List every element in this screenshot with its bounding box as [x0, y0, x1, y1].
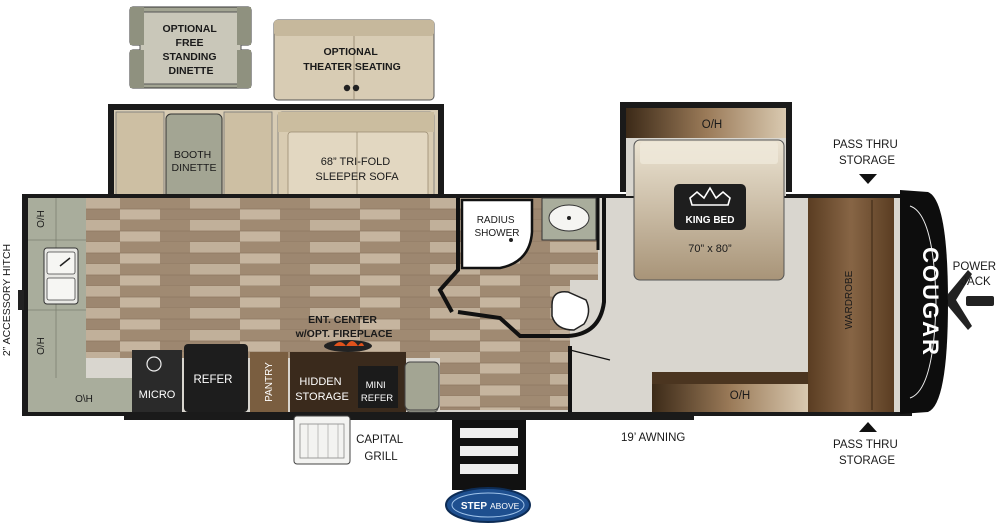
svg-text:HIDDEN STORAGE: HIDDEN STORAGE: [295, 376, 349, 403]
step-above-logo: STEP ABOVE: [445, 487, 531, 523]
burner-icon: [146, 356, 162, 372]
pass-thru-storage-bottom: PASS THRU STORAGE: [833, 422, 901, 467]
svg-text:PASS THRU STORAGE: PASS THRU STORAGE: [833, 139, 901, 167]
overhead-label-rear-bottom: O/H: [36, 337, 47, 355]
crown-icon: [689, 186, 731, 206]
sofa-line1: 68” TRI-FOLD: [321, 156, 391, 168]
front-overhead: O/H: [652, 372, 808, 412]
pantry-label: PANTRY: [264, 362, 275, 402]
pass-thru-storage-top: PASS THRU STORAGE: [833, 139, 901, 184]
appliances: MICRO REFER PANTRY HIDDEN STORAGE MINI R…: [132, 314, 439, 413]
logo-text-step: STEP: [461, 501, 487, 512]
mini-refer-line2: REFER: [361, 393, 393, 404]
optional-dinette-line1: OPTIONAL: [163, 23, 218, 35]
arrow-down-icon: [859, 174, 877, 184]
fireplace-flame-icon: [334, 341, 364, 346]
booth-dinette-line1: BOOTH: [174, 149, 211, 161]
overhead-label-rear-top: O/H: [36, 210, 47, 228]
svg-text:OPTIONAL FREE STAN: OPTIONAL FREE STANDING DINETTE: [163, 23, 220, 77]
capital-grill: CAPITAL GRILL: [293, 415, 406, 465]
accessory-hitch: 2” ACCESSORY HITCH: [1, 244, 24, 356]
booth-dinette-line2: DINETTE: [172, 162, 217, 174]
svg-text:MINI REFER: MINI REFER: [361, 380, 393, 404]
refer-label: REFER: [194, 374, 233, 386]
hitch-power-jack: POWER JACK: [948, 261, 1000, 330]
overhead-label-bedroom: O/H: [702, 119, 722, 131]
svg-text:68” TRI-FOLD SLEEPER SOF: 68” TRI-FOLD SLEEPER SOFA: [315, 156, 399, 183]
power-jack-line2: JACK: [961, 276, 991, 288]
hall-floor: [440, 280, 570, 410]
optional-theater-line1: OPTIONAL: [324, 46, 379, 58]
capital-grill-line2: GRILL: [364, 451, 398, 463]
entry-steps: [452, 420, 526, 490]
svg-text:POWER JACK: POWER JACK: [953, 261, 1000, 288]
capital-grill-line1: CAPITAL: [356, 434, 404, 446]
wardrobe-label: WARDROBE: [844, 270, 855, 329]
pass-thru-top-line2: STORAGE: [839, 155, 895, 167]
svg-text:RADIUS SHOWER: RADIUS SHOWER: [475, 215, 520, 239]
overhead-label-rear-corner: O\H: [75, 394, 93, 405]
pass-thru-top-line1: PASS THRU: [833, 139, 898, 151]
radius-shower: RADIUS SHOWER: [460, 198, 534, 270]
optional-dinette-line2: FREE: [176, 37, 204, 49]
power-jack-line1: POWER: [953, 261, 996, 273]
radius-shower-line2: SHOWER: [475, 228, 520, 239]
optional-theater-line2: THEATER SEATING: [303, 61, 401, 73]
toilet-icon: [551, 291, 590, 331]
optional-dinette-line4: DINETTE: [169, 65, 214, 77]
svg-text:OPTIONAL THEATER SEATING: OPTIONAL THEATER SEATING: [303, 46, 401, 73]
svg-text:CAPITAL GRILL: CAPITAL GRILL: [356, 434, 406, 463]
wardrobe: WARDROBE: [808, 198, 894, 412]
optional-free-standing-dinette: OPTIONAL FREE STANDING DINETTE: [129, 6, 252, 89]
chair-icon: [404, 361, 440, 411]
arrow-up-icon: [859, 422, 877, 432]
accessory-hitch-label: 2” ACCESSORY HITCH: [1, 244, 13, 356]
pass-thru-bottom-line1: PASS THRU: [833, 439, 898, 451]
svg-text:ENT. CENTER w/OPT. FIREP: ENT. CENTER w/OPT. FIREPLACE: [295, 314, 393, 340]
ent-center-line2: w/OPT. FIREPLACE: [295, 328, 393, 340]
awning: 19’ AWNING: [124, 414, 694, 444]
logo-text-above: ABOVE: [490, 501, 520, 511]
bath-walls: [437, 198, 611, 412]
svg-text:BOOTH DINETTE: BOOTH DINETTE: [172, 149, 217, 174]
awning-label: 19’ AWNING: [621, 432, 685, 444]
optional-dinette-line3: STANDING: [163, 51, 217, 63]
overhead-label-front: O/H: [730, 390, 750, 402]
optional-theater-seating: OPTIONAL THEATER SEATING: [273, 19, 435, 101]
mini-refer-line1: MINI: [366, 380, 386, 391]
svg-text:PASS THRU STORAGE: PASS THRU STORAGE: [833, 439, 901, 467]
bath-vanity: [541, 197, 597, 241]
front-cap: COUGAR: [900, 190, 948, 414]
radius-shower-line1: RADIUS: [477, 215, 515, 226]
king-bed-size: 70” x 80”: [688, 243, 732, 255]
sofa-line2: SLEEPER SOFA: [315, 171, 399, 183]
king-bed: KING BED 70” x 80”: [633, 139, 785, 281]
king-bed-label: KING BED: [686, 215, 735, 226]
pass-thru-bottom-line2: STORAGE: [839, 455, 895, 467]
rear-kitchen: O/H O/H O\H: [28, 198, 138, 412]
hidden-storage-line1: HIDDEN: [299, 376, 341, 388]
ent-center-line1: ENT. CENTER: [308, 314, 377, 326]
living-floor: [86, 198, 458, 358]
micro-label: MICRO: [139, 389, 176, 401]
hidden-storage-line2: STORAGE: [295, 391, 349, 403]
faucet-icon: [59, 257, 71, 267]
cougar-brand-text: COUGAR: [918, 247, 943, 357]
